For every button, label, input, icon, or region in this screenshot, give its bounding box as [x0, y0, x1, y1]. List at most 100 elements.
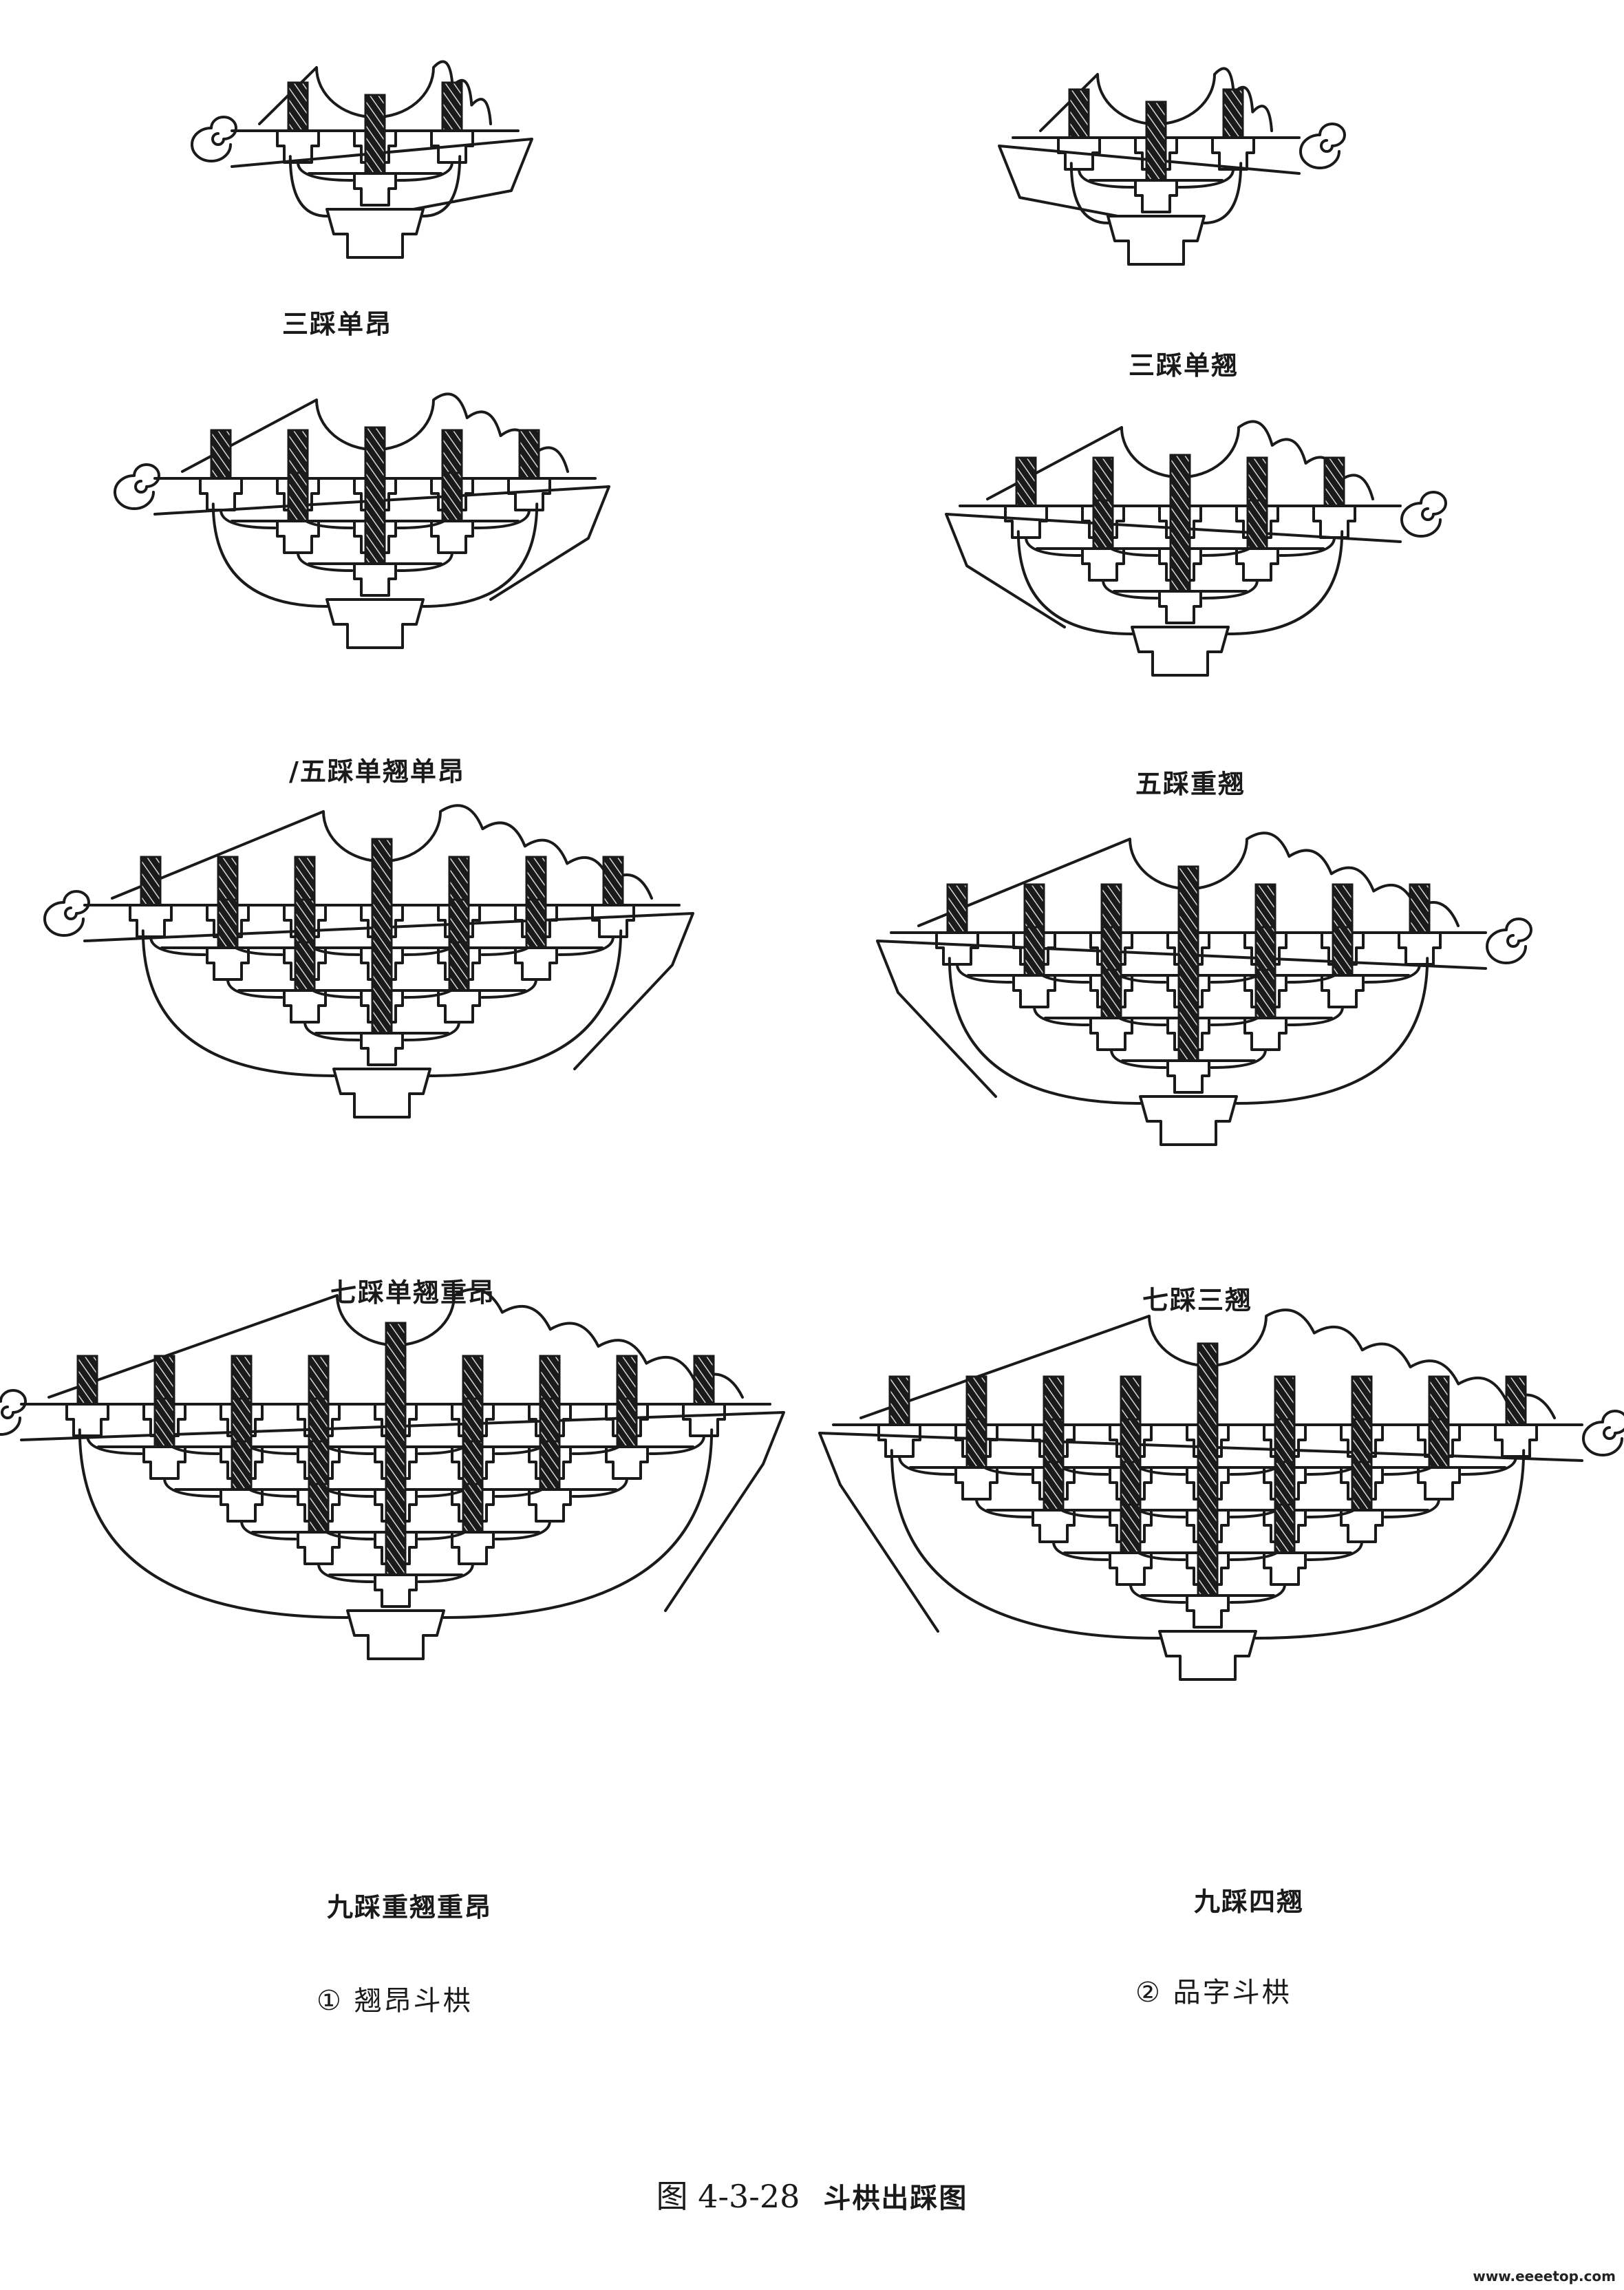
cloud-scroll [1299, 123, 1346, 169]
cloud-scroll [191, 116, 237, 162]
hatched-post [294, 941, 316, 992]
hatched-post [217, 898, 239, 949]
base-block [1107, 215, 1206, 266]
bracket-block [1211, 136, 1255, 171]
bracket-arm [1129, 1583, 1186, 1604]
bracket-arm [1033, 1006, 1090, 1026]
bracket-arm [1052, 1540, 1109, 1561]
bracket-arm [240, 1520, 297, 1540]
bracket-block [1158, 590, 1202, 624]
bracket-block [528, 1488, 572, 1523]
hatched-post [1043, 1375, 1065, 1426]
bracket-block [297, 1531, 341, 1565]
bracket-arm [396, 161, 453, 182]
outer-arm-left [1069, 162, 1109, 224]
bracket-block [1032, 1423, 1076, 1458]
bracket-block [374, 1403, 418, 1437]
bracket-arm [1110, 1048, 1167, 1069]
hatched-post [448, 856, 470, 907]
base-block [1158, 1630, 1257, 1681]
hatched-post [1246, 456, 1268, 507]
bracket-block [1081, 505, 1125, 539]
bracket-block [514, 904, 558, 938]
bracket-block [283, 946, 327, 981]
bracket-block [1243, 1017, 1288, 1051]
bracket-arm [494, 1520, 551, 1540]
hatched-post [525, 898, 547, 949]
caption-p1: 三踩单昂 [282, 309, 393, 339]
bracket-block [1134, 136, 1178, 171]
bracket-block [360, 989, 404, 1024]
bracket-block [142, 1445, 186, 1480]
bracket-block [374, 1531, 418, 1565]
bracket-arm [1229, 1583, 1286, 1604]
bracket-arm [1025, 536, 1082, 557]
bracket-block [591, 904, 635, 938]
bracket-arm [557, 935, 615, 956]
caption-p6: 七踩三翘 [1142, 1285, 1253, 1315]
hatched-post [448, 898, 470, 949]
hatched-post [965, 1375, 987, 1426]
hatched-post [1274, 1503, 1296, 1554]
bracket-block [1158, 547, 1202, 582]
hatched-post [1246, 499, 1268, 550]
roof-outline [1039, 67, 1273, 132]
bracket-block [1186, 1594, 1230, 1629]
outer-arm-left [141, 929, 335, 1077]
hatched-post [525, 856, 547, 907]
bracket-block [451, 1403, 495, 1437]
bracket-arm [297, 551, 354, 572]
bracket-block [430, 520, 474, 554]
hatched-post [1169, 454, 1191, 593]
base-block [332, 1068, 431, 1119]
bracket-arm [1201, 579, 1259, 600]
bracket-arm [1287, 1006, 1344, 1026]
hatched-post [1100, 883, 1122, 934]
base-block [325, 208, 425, 259]
bracket-block [283, 904, 327, 938]
bracket-arm [297, 161, 354, 182]
base-block [346, 1609, 445, 1660]
bracket-block [528, 1445, 572, 1480]
bracket-block [877, 1423, 921, 1458]
bracket-block [1057, 136, 1101, 171]
base-block [325, 598, 425, 649]
bracket-arm [1383, 1498, 1440, 1518]
outer-arm-right [422, 155, 462, 218]
bracket-block [353, 477, 397, 511]
bracket-block [142, 1403, 186, 1437]
bracket-block [283, 989, 327, 1024]
bracket-block [360, 904, 404, 938]
hatched-post [1505, 1375, 1527, 1426]
caption-p5: 七踩单翘重昂 [330, 1277, 496, 1308]
bracket-block [1263, 1551, 1307, 1586]
bracket-arm [1210, 1048, 1267, 1069]
bracket-block [276, 477, 320, 511]
cloud-scroll [1582, 1410, 1624, 1456]
bracket-block [1166, 931, 1210, 966]
bracket-block [430, 129, 474, 164]
cloud-scroll [114, 463, 160, 510]
outer-arm-left [78, 1428, 349, 1619]
hatched-post [1145, 100, 1167, 182]
bracket-block [1340, 1509, 1384, 1543]
caption-p3: /五踩单翘单昂 [289, 756, 465, 787]
bracket-block [1186, 1466, 1230, 1501]
hatched-post [1274, 1418, 1296, 1469]
roof-outline [917, 831, 1460, 927]
bracket-arm [571, 1477, 628, 1498]
hatched-post [539, 1355, 561, 1406]
bracket-arm [1078, 168, 1135, 189]
bracket-block [353, 172, 397, 206]
hatched-post [462, 1440, 484, 1491]
bracket-block [1109, 1466, 1153, 1501]
bracket-arm [220, 509, 277, 529]
hatched-post [231, 1397, 253, 1448]
bracket-block [1089, 931, 1133, 966]
hatched-post [364, 426, 386, 565]
outer-arm-right [429, 929, 623, 1077]
hatched-post [1120, 1375, 1142, 1426]
